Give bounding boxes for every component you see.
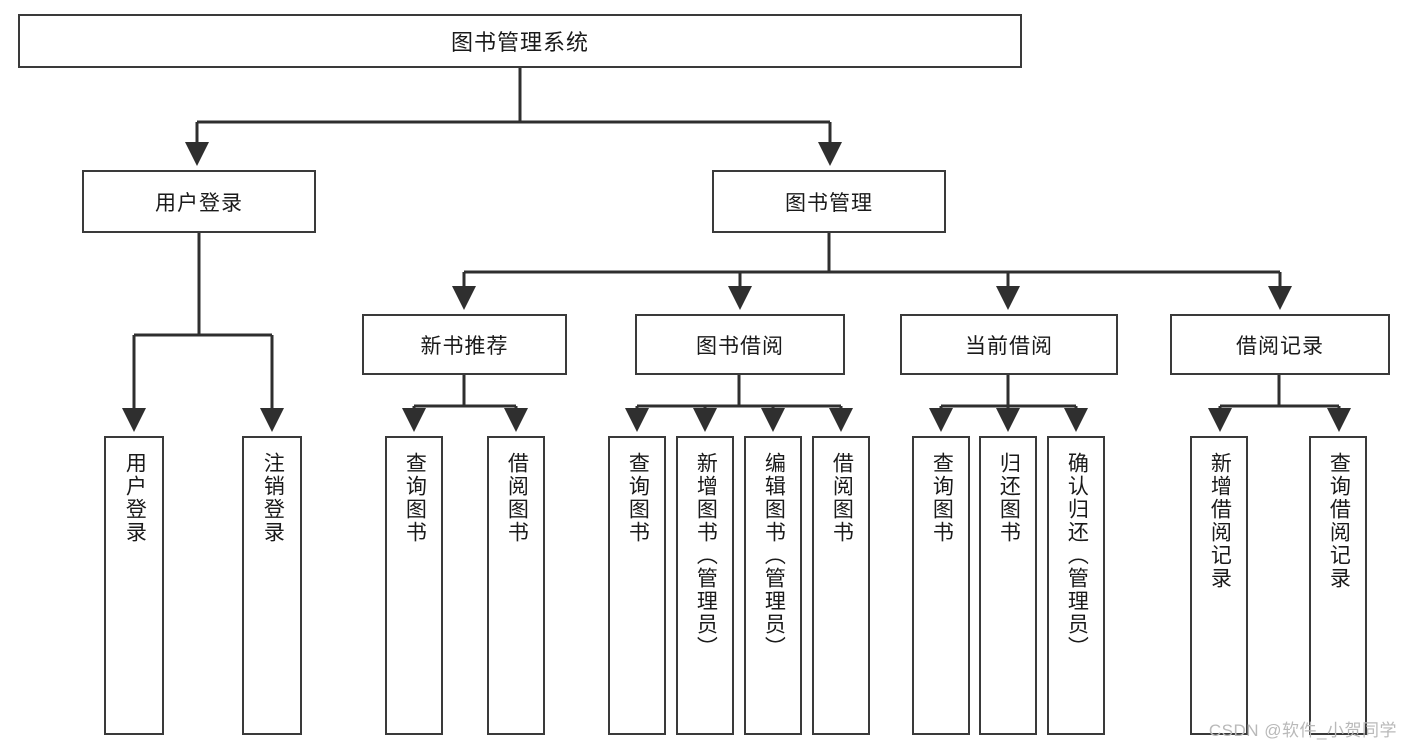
node-label: 用户登录 (123, 452, 147, 544)
node-current-borrow[interactable]: 当前借阅 (900, 314, 1118, 375)
node-leaf-confirm-return[interactable]: 确认归还（管理员） (1047, 436, 1105, 735)
node-label: 新增图书（管理员） (694, 452, 718, 659)
node-label: 借阅图书 (505, 452, 529, 544)
node-label: 查询图书 (403, 452, 427, 544)
node-leaf-add-book[interactable]: 新增图书（管理员） (676, 436, 734, 735)
node-label: 查询图书 (930, 452, 954, 544)
node-leaf-user-login[interactable]: 用户登录 (104, 436, 164, 735)
node-label: 确认归还（管理员） (1065, 452, 1089, 659)
node-label: 新增借阅记录 (1208, 452, 1232, 590)
node-leaf-borrow-book-2[interactable]: 借阅图书 (812, 436, 870, 735)
node-leaf-borrow-book-1[interactable]: 借阅图书 (487, 436, 545, 735)
node-leaf-query-book-3[interactable]: 查询图书 (912, 436, 970, 735)
node-leaf-user-logout[interactable]: 注销登录 (242, 436, 302, 735)
node-leaf-query-record[interactable]: 查询借阅记录 (1309, 436, 1367, 735)
node-root[interactable]: 图书管理系统 (18, 14, 1022, 68)
node-leaf-edit-book[interactable]: 编辑图书（管理员） (744, 436, 802, 735)
node-leaf-add-record[interactable]: 新增借阅记录 (1190, 436, 1248, 735)
node-label: 借阅图书 (830, 452, 854, 544)
node-borrow-record[interactable]: 借阅记录 (1170, 314, 1390, 375)
node-leaf-return-book[interactable]: 归还图书 (979, 436, 1037, 735)
node-new-book-recommend[interactable]: 新书推荐 (362, 314, 567, 375)
node-label: 编辑图书（管理员） (762, 452, 786, 659)
node-book-borrow[interactable]: 图书借阅 (635, 314, 845, 375)
node-label: 注销登录 (261, 452, 285, 544)
node-book-manage[interactable]: 图书管理 (712, 170, 946, 233)
node-label: 查询图书 (626, 452, 650, 544)
node-user-login[interactable]: 用户登录 (82, 170, 316, 233)
node-leaf-query-book-2[interactable]: 查询图书 (608, 436, 666, 735)
node-leaf-query-book-1[interactable]: 查询图书 (385, 436, 443, 735)
csdn-watermark: CSDN @软件_小贺同学 (1208, 721, 1397, 740)
node-label: 归还图书 (997, 452, 1021, 544)
node-label: 查询借阅记录 (1327, 452, 1351, 590)
